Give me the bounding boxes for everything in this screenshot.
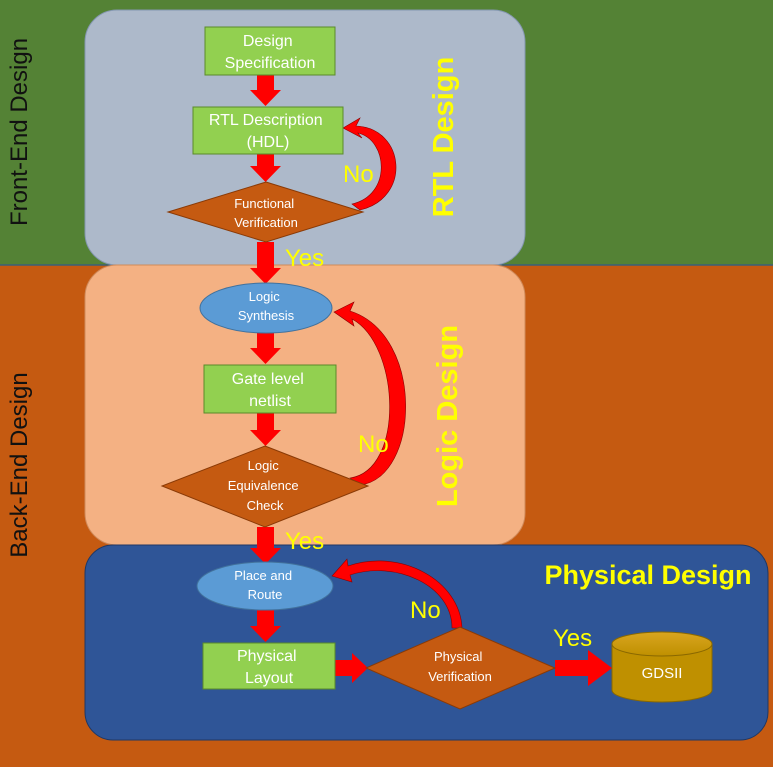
arrow-verification-to-gdsii (555, 650, 612, 686)
feedback-arrows (331, 117, 463, 629)
arrow-netlist-to-lec (250, 413, 281, 446)
no-label-logic: No (358, 431, 389, 458)
svg-text:Gate level netlist: Gate level netlist (232, 371, 309, 410)
physical-layout-line-1: Physical (237, 648, 297, 665)
design-spec-line-1: Design (243, 33, 293, 50)
arrow-spec-to-rtl (250, 75, 281, 106)
yes-label-logic: Yes (285, 528, 324, 555)
svg-text:Logic Synthesis: Logic Synthesis (238, 289, 295, 323)
feedback-arrow-physical (331, 558, 463, 629)
svg-text:Logic Equivalence Chec: Logic Equivalence Check (228, 458, 302, 513)
svg-text:Physical Layout: Physical Layout (237, 648, 301, 687)
design-spec-box (204, 26, 336, 76)
logic-equivalence-line-3: Check (247, 498, 284, 513)
logic-design-title: Logic Design (432, 325, 464, 507)
gate-level-netlist-box (203, 364, 337, 414)
functional-verification-line-1: Functional (234, 196, 294, 211)
feedback-arrow-logic (333, 301, 406, 486)
physical-verification-line-2: Verification (428, 669, 492, 684)
gate-level-netlist-line-2: netlist (249, 393, 291, 410)
arrow-layout-to-verification (335, 653, 368, 683)
no-label-rtl: No (343, 161, 374, 188)
arrow-rtl-to-verification (250, 154, 281, 182)
logic-equivalence-line-1: Logic (248, 458, 280, 473)
arrow-pnr-to-layout (250, 610, 281, 642)
logic-equivalence-line-2: Equivalence (228, 478, 299, 493)
functional-verification-diamond (166, 181, 365, 243)
svg-text:RTL Description (HDL): RTL Description (HDL) (209, 112, 327, 151)
yes-label-physical: Yes (553, 625, 592, 652)
svg-text:Design Specification: Design Specification (225, 33, 316, 72)
rtl-description-box (192, 106, 344, 155)
physical-verification-diamond (364, 626, 557, 710)
place-and-route-line-1: Place and (234, 568, 292, 583)
yes-label-rtl: Yes (285, 245, 324, 272)
physical-layout-line-2: Layout (245, 670, 294, 687)
feedback-arrow-rtl (342, 117, 397, 211)
rtl-description-line-2: (HDL) (247, 134, 290, 151)
logic-equivalence-diamond (160, 445, 370, 528)
back-end-label: Back-End Design (6, 372, 33, 557)
arrow-lec-to-pnr (250, 527, 281, 564)
front-end-label: Front-End Design (6, 38, 33, 226)
gate-level-netlist-line-1: Gate level (232, 371, 304, 388)
flow-arrows (250, 75, 612, 686)
arrow-verification-to-synthesis (250, 242, 281, 284)
physical-layout-box (202, 642, 336, 690)
place-and-route-ellipse (196, 561, 334, 611)
svg-text:Physical Verification: Physical Verification (428, 649, 492, 684)
gdsii-label: GDSII (642, 665, 683, 682)
physical-design-title: Physical Design (544, 560, 751, 590)
svg-text:Place and Route: Place and Route (234, 568, 295, 602)
logic-synthesis-line-1: Logic (249, 289, 281, 304)
logic-synthesis-ellipse (199, 282, 333, 334)
arrow-synthesis-to-netlist (250, 333, 281, 364)
rtl-description-line-1: RTL Description (209, 112, 323, 129)
no-label-physical: No (410, 597, 441, 624)
place-and-route-line-2: Route (248, 587, 283, 602)
functional-verification-line-2: Verification (234, 215, 298, 230)
svg-text:Functional Verification: Functional Verification (234, 196, 298, 230)
gdsii-cylinder: GDSII (611, 631, 713, 703)
design-spec-line-2: Specification (225, 55, 316, 72)
logic-synthesis-line-2: Synthesis (238, 308, 295, 323)
rtl-design-title: RTL Design (428, 57, 460, 218)
physical-verification-line-1: Physical (434, 649, 483, 664)
